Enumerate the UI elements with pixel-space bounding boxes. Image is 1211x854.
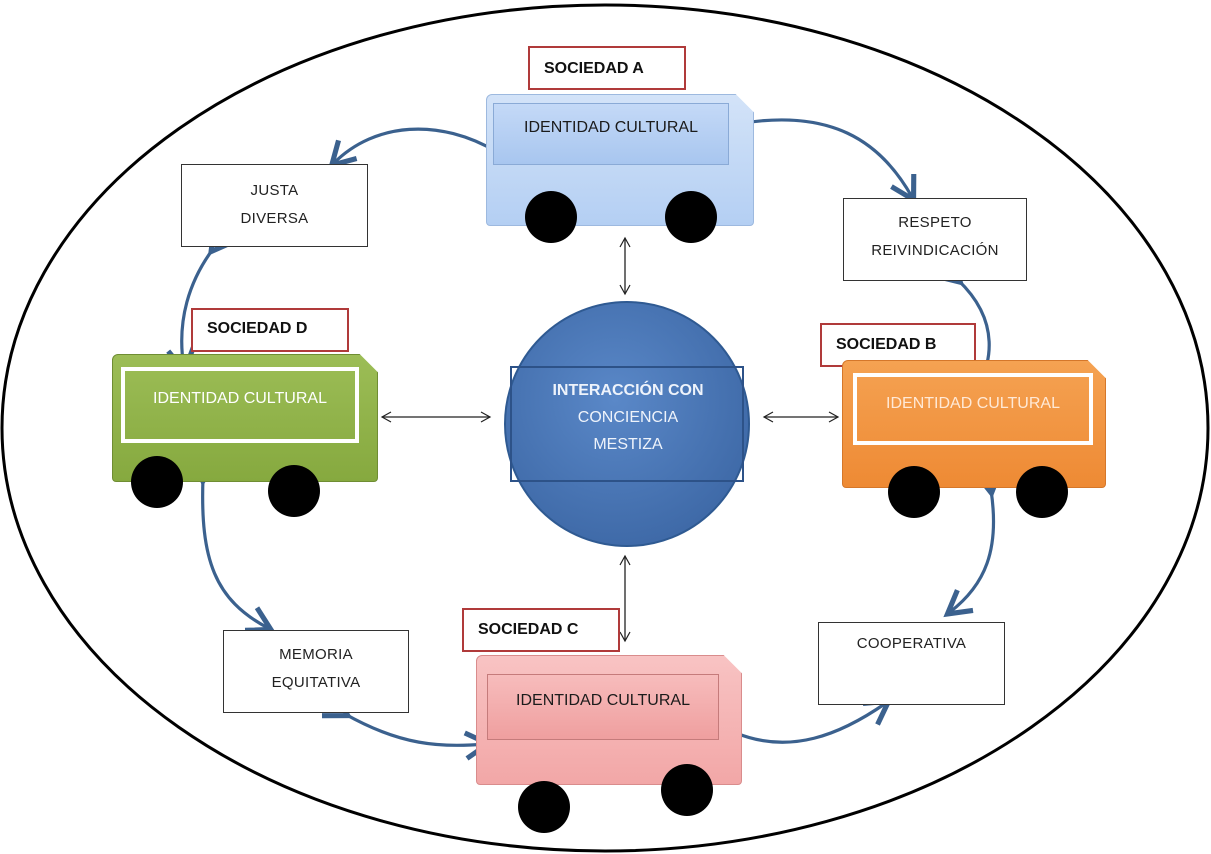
identity-label-a: IDENTIDAD CULTURAL xyxy=(524,119,698,136)
curve-d-memoria xyxy=(188,457,276,633)
value-diversa: DIVERSA xyxy=(240,210,309,227)
curve-b-cooperativa xyxy=(943,468,1004,618)
identity-label-c: IDENTIDAD CULTURAL xyxy=(516,692,690,709)
label-sociedad-d: SOCIEDAD D xyxy=(191,308,349,352)
identity-box-c: IDENTIDAD CULTURAL xyxy=(487,674,719,740)
wheel-d-left xyxy=(131,456,183,508)
value-box-justa-diversa: JUSTA DIVERSA xyxy=(181,164,368,247)
value-memoria: MEMORIA xyxy=(279,646,353,663)
wheel-c-left xyxy=(518,781,570,833)
vehicle-sociedad-b: IDENTIDAD CULTURAL xyxy=(842,360,1106,488)
outer-ellipse xyxy=(0,3,1210,853)
label-sociedad-a: SOCIEDAD A xyxy=(528,46,686,90)
value-cooperativa: COOPERATIVA xyxy=(856,635,967,652)
wheel-d-right xyxy=(268,465,320,517)
center-line-1: INTERACCIÓN CON xyxy=(552,382,704,399)
wheel-a-right xyxy=(665,191,717,243)
curve-c-cooperativa xyxy=(713,698,893,744)
curve-a-justa xyxy=(328,127,521,175)
label-sociedad-c: SOCIEDAD C xyxy=(462,608,620,652)
center-line-2: CONCIENCIA xyxy=(577,409,679,426)
wheel-b-right xyxy=(1016,466,1068,518)
value-justa: JUSTA xyxy=(250,182,299,199)
vehicle-sociedad-c: IDENTIDAD CULTURAL xyxy=(476,655,742,785)
identity-box-d: IDENTIDAD CULTURAL xyxy=(121,367,359,443)
value-box-respeto: RESPETO REIVINDICACIÓN xyxy=(843,198,1027,281)
center-line-3: MESTIZA xyxy=(593,436,663,453)
identity-box-b: IDENTIDAD CULTURAL xyxy=(853,373,1093,445)
center-circle xyxy=(504,301,750,547)
identity-label-d: IDENTIDAD CULTURAL xyxy=(153,390,327,407)
curve-memoria-c xyxy=(321,692,494,761)
wheel-a-left xyxy=(525,191,577,243)
value-respeto: RESPETO xyxy=(898,214,972,231)
center-text: INTERACCIÓN CON CONCIENCIA MESTIZA xyxy=(505,377,751,458)
identity-box-a: IDENTIDAD CULTURAL xyxy=(493,103,729,165)
wheel-b-left xyxy=(888,466,940,518)
value-reivindicacion: REIVINDICACIÓN xyxy=(871,242,999,259)
curve-justa-d xyxy=(166,225,236,377)
value-equitativa: EQUITATIVA xyxy=(271,674,361,691)
wheel-c-right xyxy=(661,764,713,816)
value-box-cooperativa: COOPERATIVA xyxy=(818,622,1005,705)
curve-a-respeto xyxy=(715,112,917,205)
identity-label-b: IDENTIDAD CULTURAL xyxy=(886,395,1060,412)
value-box-memoria: MEMORIA EQUITATIVA xyxy=(223,630,409,713)
